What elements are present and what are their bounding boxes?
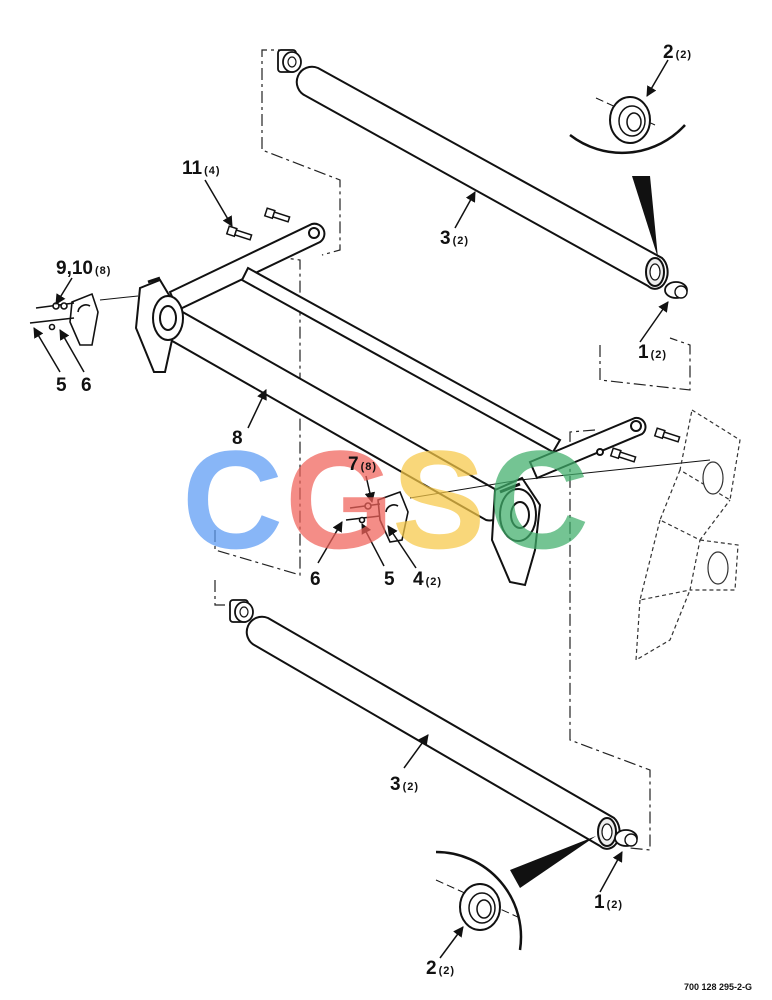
callout-1-bottom: 1(2): [594, 892, 623, 913]
callout-5-mid: 5: [384, 569, 395, 590]
callout-2-top: 2(2): [663, 42, 692, 63]
callout-11: 11(4): [182, 158, 221, 179]
left-clamp-assembly: [29, 292, 139, 346]
background-frame-outline: [635, 409, 741, 662]
top-left-bushing: [277, 49, 302, 73]
bottom-bearing-detail: [435, 836, 596, 951]
callout-9-10: 9,10(8): [56, 258, 111, 279]
top-roller: [295, 65, 669, 290]
figure-id: 700 128 295-2-G: [684, 982, 752, 992]
callout-5-left: 5: [56, 375, 67, 396]
lower-right-frame-arm: [528, 416, 647, 480]
bottom-left-bushing: [229, 599, 254, 623]
callout-3-bottom: 3(2): [390, 774, 419, 795]
top-right-bushing: [664, 281, 688, 299]
callout-1-top: 1(2): [638, 342, 667, 363]
callout-labels: 2(2) 11(4) 3(2) 9,10(8) 1(2) 5 6 8 7(8) …: [56, 42, 692, 979]
cgsc-watermark: C G S C: [182, 421, 589, 578]
callout-7: 7(8): [348, 454, 377, 475]
right-end-plate: [490, 476, 542, 587]
watermark-letter-s: S: [392, 421, 485, 578]
leader-arrows: [33, 59, 669, 959]
upper-frame-arm: [168, 222, 326, 312]
callout-6-mid: 6: [310, 569, 321, 590]
watermark-letter-c1: C: [182, 421, 283, 578]
bottom-right-bushing: [614, 829, 638, 847]
callout-3-top: 3(2): [440, 228, 469, 249]
callout-4: 4(2): [413, 569, 442, 590]
bolts: [225, 207, 681, 463]
watermark-letter-g: G: [285, 421, 394, 578]
callout-6-left: 6: [81, 375, 92, 396]
callout-2-bottom: 2(2): [426, 958, 455, 979]
dashed-assembly-lines: [214, 49, 691, 851]
bottom-roller: [245, 615, 621, 850]
callout-8: 8: [232, 428, 243, 449]
left-end-plate: [134, 276, 184, 373]
center-clamp-assembly: [345, 459, 711, 543]
watermark-letter-c2: C: [488, 421, 589, 578]
top-bearing-detail: [569, 96, 686, 258]
